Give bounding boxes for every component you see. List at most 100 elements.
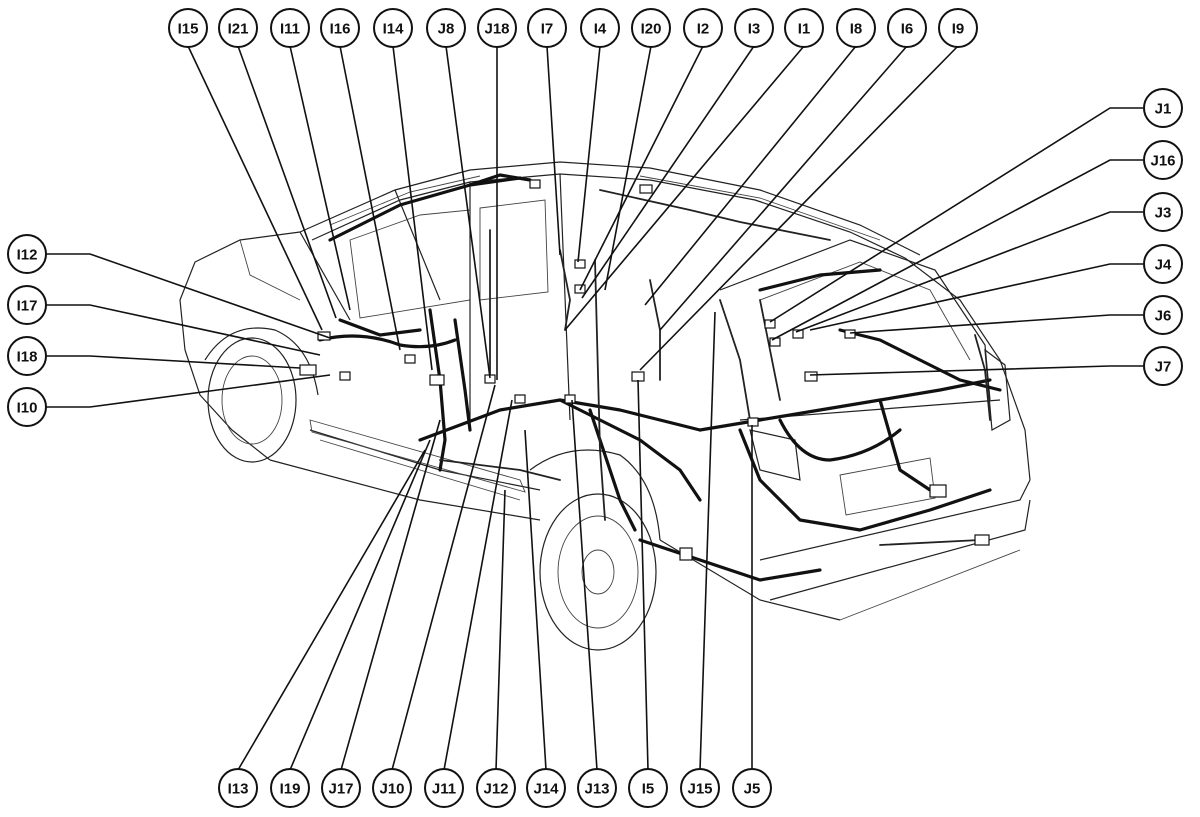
callout-label: I6 (901, 21, 914, 38)
callout-label: J8 (438, 21, 455, 38)
callout-i19: I19 (270, 768, 310, 808)
callout-i4: I4 (580, 8, 620, 48)
callout-i11: I11 (270, 8, 310, 48)
callout-label: J11 (432, 781, 456, 798)
callout-i6: I6 (887, 8, 927, 48)
callout-label: I1 (798, 21, 811, 38)
callout-circle (1143, 244, 1183, 284)
callout-circle (1143, 140, 1183, 180)
callout-circle (373, 8, 413, 48)
callout-circle (580, 8, 620, 48)
callout-circle (1143, 88, 1183, 128)
callout-circle (7, 234, 47, 274)
callout-circle (477, 8, 517, 48)
callout-circle (1143, 295, 1183, 335)
callout-circle (938, 8, 978, 48)
callout-circle (732, 768, 772, 808)
leader-lines (46, 45, 1143, 771)
callout-circle (320, 8, 360, 48)
callout-label: J17 (328, 781, 353, 798)
callout-label: I12 (17, 247, 38, 264)
callout-label: J13 (584, 781, 609, 798)
callout-circle (1143, 192, 1183, 232)
callout-j11: J11 (424, 768, 464, 808)
callout-j13: J13 (577, 768, 617, 808)
callout-label: J1 (1155, 101, 1172, 118)
callout-circle (526, 768, 566, 808)
callout-label: I13 (228, 781, 249, 798)
callout-circle (7, 285, 47, 325)
callout-i2: I2 (683, 8, 723, 48)
wire-harness-icon (318, 173, 1002, 582)
callout-circle (527, 8, 567, 48)
callout-j4: J4 (1143, 244, 1183, 284)
callout-j16: J16 (1143, 140, 1183, 180)
callout-i3: I3 (734, 8, 774, 48)
callout-label: I4 (594, 21, 607, 38)
callout-circle (784, 8, 824, 48)
callout-i5: I5 (628, 768, 668, 808)
callout-i1: I1 (784, 8, 824, 48)
callout-i12: I12 (7, 234, 47, 274)
callout-label: J4 (1155, 257, 1172, 274)
callout-j5: J5 (732, 768, 772, 808)
callout-i10: I10 (7, 387, 47, 427)
callout-circle (426, 8, 466, 48)
callout-j3: J3 (1143, 192, 1183, 232)
callout-circle (218, 8, 258, 48)
callout-circle (631, 8, 671, 48)
callout-label: J14 (533, 781, 559, 798)
callout-circle (683, 8, 723, 48)
callout-i16: I16 (320, 8, 360, 48)
callout-i8: I8 (836, 8, 876, 48)
callout-circle (836, 8, 876, 48)
callout-label: I15 (178, 21, 199, 38)
callout-label: I17 (17, 298, 38, 315)
callout-circle (628, 768, 668, 808)
callout-circle (476, 768, 516, 808)
callout-circle (887, 8, 927, 48)
callout-label: I2 (697, 21, 710, 38)
callout-label: I3 (748, 21, 761, 38)
callout-j6: J6 (1143, 295, 1183, 335)
callout-label: J3 (1155, 205, 1172, 222)
callout-circle (424, 768, 464, 808)
callout-label: I20 (641, 21, 662, 38)
callout-j14: J14 (526, 768, 566, 808)
callout-label: I5 (642, 781, 655, 798)
callouts-bottom: I13 I19 J17 J10 J11 J12 J14 J13 I5 J15 J5 (218, 768, 772, 808)
callout-j18: J18 (477, 8, 517, 48)
callout-j10: J10 (372, 768, 412, 808)
callout-label: I16 (330, 21, 351, 38)
callout-label: I9 (952, 21, 965, 38)
callout-i13: I13 (218, 768, 258, 808)
callout-label: I14 (383, 21, 405, 38)
callout-label: J10 (379, 781, 404, 798)
callout-label: J6 (1155, 308, 1172, 325)
callout-label: I11 (280, 21, 300, 38)
callout-circle (577, 768, 617, 808)
callout-i15: I15 (168, 8, 208, 48)
callout-i21: I21 (218, 8, 258, 48)
callout-label: I7 (541, 21, 554, 38)
callout-j1: J1 (1143, 88, 1183, 128)
callout-j7: J7 (1143, 346, 1183, 386)
callout-circle (218, 768, 258, 808)
callout-circle (168, 8, 208, 48)
callout-circle (372, 768, 412, 808)
callout-label: J7 (1155, 359, 1172, 376)
callout-label: I18 (17, 349, 38, 366)
callout-label: J18 (484, 21, 509, 38)
callout-circle (7, 336, 47, 376)
callout-label: I19 (280, 781, 301, 798)
callout-circle (1143, 346, 1183, 386)
callout-circle (270, 768, 310, 808)
callout-i17: I17 (7, 285, 47, 325)
callout-label: J12 (483, 781, 508, 798)
callout-circle (270, 8, 310, 48)
callouts-top: I15 I21 I11 I16 I14 J8 J18 I7 I4 I20 I2 I3 I1 I8 I6 I9 (168, 8, 978, 48)
callout-j15: J15 (680, 768, 720, 808)
callout-circle (321, 768, 361, 808)
